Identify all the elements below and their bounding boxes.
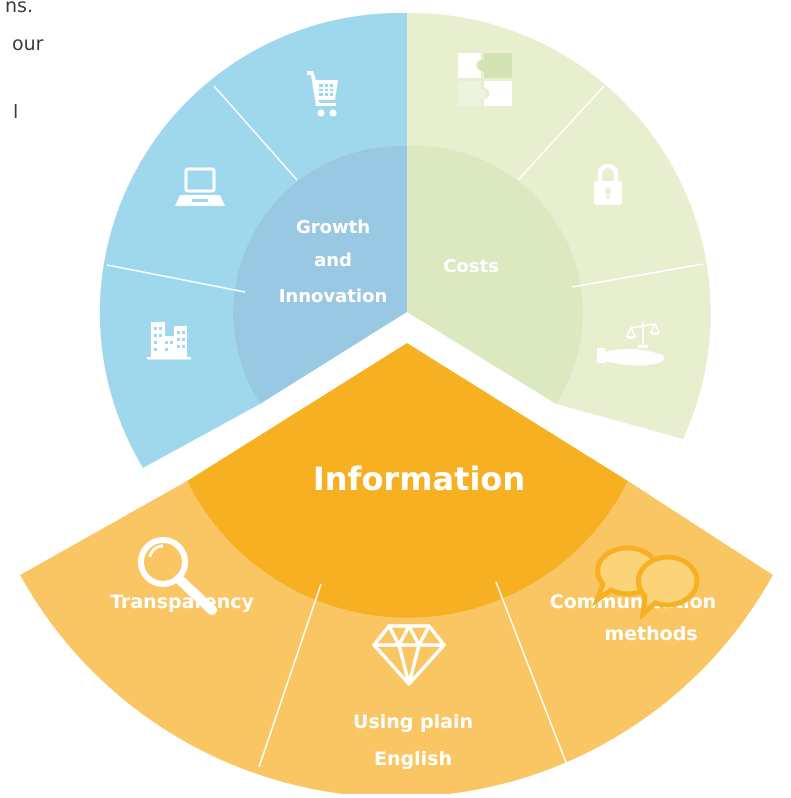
information-title: Information [313,460,525,498]
padlock-icon [594,163,622,205]
shopping-cart-icon [307,71,338,117]
diamond-icon [372,624,446,686]
costs-label: Costs [443,256,499,277]
buildings-icon [147,322,191,360]
computer-icon [175,167,225,206]
costs-section: Costs [407,12,711,440]
information-inner-fan [187,343,628,618]
growth-section: Growth and Innovation [99,12,408,468]
text-fragment-3: l [13,101,19,123]
information-section: Information Transparency Using plain Eng… [20,343,773,798]
growth-label-line-1: Growth [296,217,370,238]
plain-english-label-line-2: English [374,748,452,770]
costs-outer-band [407,12,711,440]
transparency-label: Transparency [110,591,254,613]
speech-bubbles-icon [591,545,700,621]
information-dividers [258,581,568,768]
costs-inner-disc [407,145,584,405]
text-fragment-2: our [12,33,44,55]
growth-dividers [106,85,298,293]
growth-label-line-3: Innovation [279,286,388,307]
hand-scales-icon [597,322,665,366]
growth-inner-disc [232,145,407,404]
growth-label-line-2: and [314,250,352,271]
text-fragment-1: ns. [5,0,33,17]
puzzle-icon [458,53,512,106]
communication-label-line-2: methods [604,623,697,645]
plain-english-label-line-1: Using plain [353,711,473,733]
costs-dividers [517,85,704,288]
magnifier-icon [138,537,217,615]
